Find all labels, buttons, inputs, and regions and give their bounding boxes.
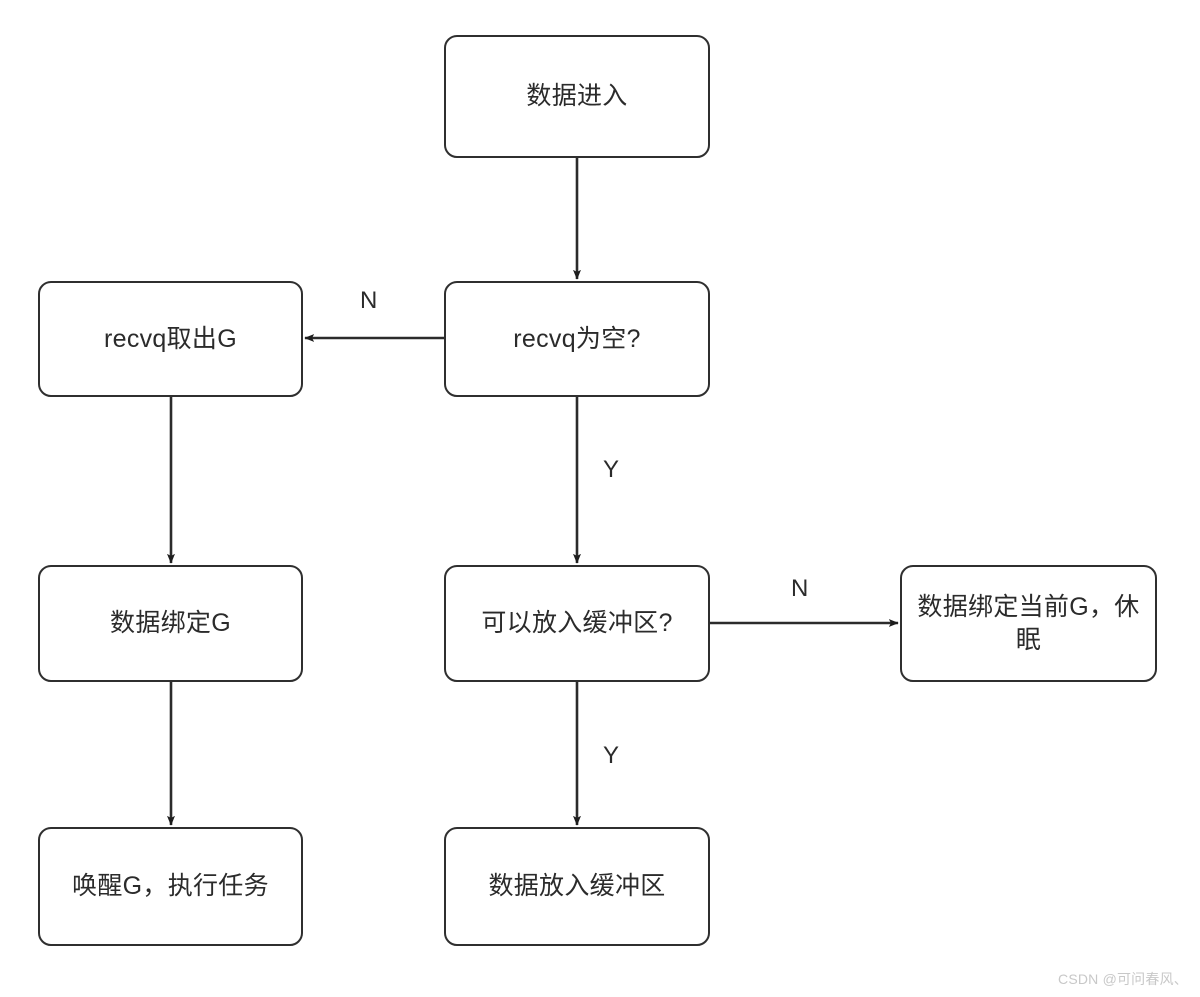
node-data-to-buffer[interactable]: 数据放入缓冲区: [444, 827, 710, 946]
edge-label-buffer-check-no: N: [791, 575, 809, 602]
node-data-in-label: 数据进入: [526, 82, 628, 110]
node-wake-g[interactable]: 唤醒G，执行任务: [38, 827, 303, 946]
node-recvq-pop-label: recvq取出G: [104, 324, 237, 353]
edge-label-recvq-empty-yes: Y: [603, 456, 620, 483]
node-bind-g-label: 数据绑定G: [110, 609, 231, 637]
node-bind-current-g-label: 数据绑定当前G，休眠: [917, 592, 1140, 654]
node-recvq-empty[interactable]: recvq为空?: [444, 281, 710, 397]
node-buffer-check[interactable]: 可以放入缓冲区?: [444, 565, 710, 682]
node-recvq-pop[interactable]: recvq取出G: [38, 281, 303, 397]
node-buffer-check-label: 可以放入缓冲区?: [481, 609, 673, 637]
csdn-watermark: CSDN @可问春风、: [1058, 971, 1188, 987]
node-wake-g-label: 唤醒G，执行任务: [72, 872, 269, 900]
node-data-in[interactable]: 数据进入: [444, 35, 710, 158]
node-recvq-empty-label: recvq为空?: [513, 324, 641, 353]
node-bind-g[interactable]: 数据绑定G: [38, 565, 303, 682]
node-bind-current-g[interactable]: 数据绑定当前G，休眠: [900, 565, 1157, 682]
node-data-to-buffer-label: 数据放入缓冲区: [488, 872, 666, 900]
edge-label-recvq-empty-no: N: [360, 287, 378, 314]
edge-label-buffer-check-yes: Y: [603, 742, 620, 769]
